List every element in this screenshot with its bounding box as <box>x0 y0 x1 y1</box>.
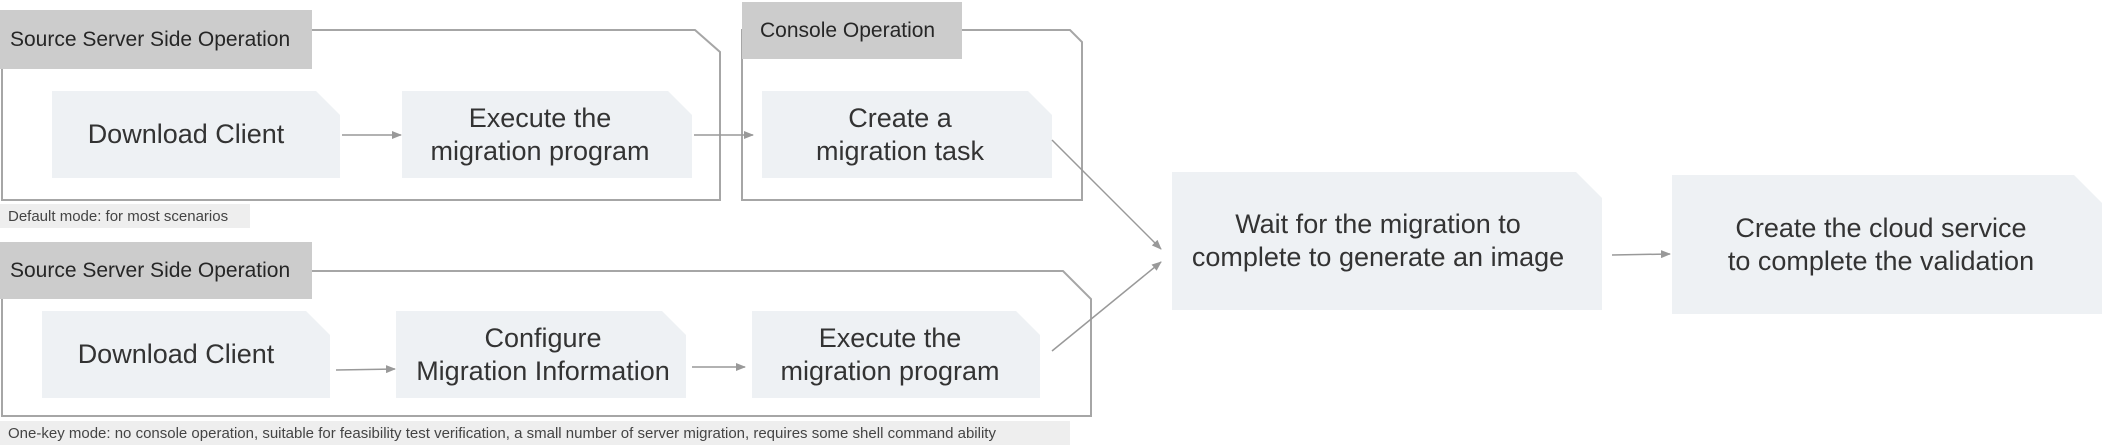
arrow-create-task-to-wait <box>1051 139 1162 250</box>
step-box-shape <box>752 311 1040 398</box>
arrow-wait-to-create-cloud <box>1611 250 1671 259</box>
step-create-migration-task: Create a migration task <box>815 102 985 166</box>
step-box-shape <box>402 91 692 178</box>
onekey-source-group-header: Source Server Side Operation <box>0 242 312 299</box>
onekey-mode-note: One-key mode: no console operation, suit… <box>0 421 1070 445</box>
default-source-group-outline <box>1 29 721 201</box>
step-configure-migration-information: Configure Migration Information <box>416 322 670 386</box>
arrow-download-to-configure <box>335 365 396 374</box>
step-box-shape <box>1672 175 2102 314</box>
arrow-onekey-execute-to-wait <box>1051 261 1162 352</box>
step-box-shape <box>762 91 1052 178</box>
step-box-shape <box>1172 172 1602 310</box>
step-download-client-default: Download Client <box>87 119 285 149</box>
step-box-shape <box>52 91 340 178</box>
step-execute-migration-program-onekey: Execute the migration program <box>780 322 1000 386</box>
step-box-shape <box>396 311 686 398</box>
console-group-header: Console Operation <box>742 2 962 59</box>
step-create-cloud-service: Create the cloud service to complete the… <box>1727 212 2035 276</box>
step-box-shape <box>42 311 330 398</box>
step-execute-migration-program-default: Execute the migration program <box>430 102 650 166</box>
onekey-source-group-outline <box>1 270 1092 417</box>
console-group-outline <box>741 29 1083 201</box>
default-mode-note: Default mode: for most scenarios <box>0 204 250 228</box>
default-source-group-header: Source Server Side Operation <box>0 10 312 69</box>
step-wait-for-image: Wait for the migration to complete to ge… <box>1191 209 1565 272</box>
step-download-client-onekey: Download Client <box>77 339 275 369</box>
